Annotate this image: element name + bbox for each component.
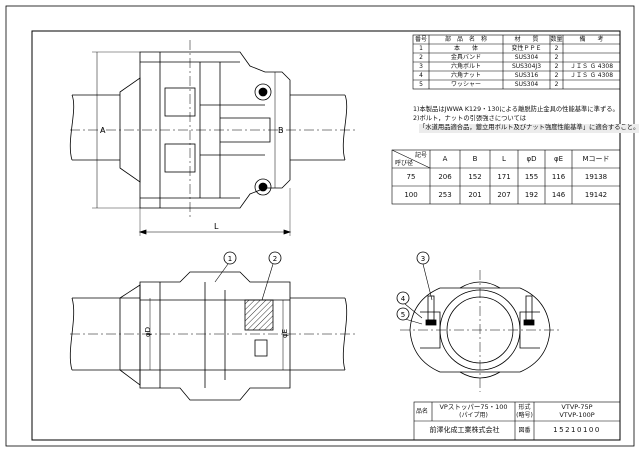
parts-row-material: SUS304J3 (511, 63, 542, 70)
dim-label-b: B (278, 126, 284, 135)
callout-3: 3 (421, 255, 425, 263)
callout-1: 1 (228, 255, 232, 263)
dim-header: φE (553, 155, 564, 163)
company-name: 前澤化成工業株式会社 (429, 426, 500, 434)
parts-row-name: 六角ボルト (450, 63, 481, 70)
parts-row-note: ＪＩＳ Ｇ 4308 (569, 63, 614, 70)
parts-row-no: 3 (419, 63, 423, 70)
parts-header-qty: 数量 (550, 36, 563, 43)
parts-row-material: SUS304 (514, 81, 539, 88)
dim-cell: 201 (468, 191, 482, 199)
parts-row-no: 2 (419, 54, 423, 61)
callout-4: 4 (401, 295, 406, 303)
title-block-grid (413, 401, 621, 441)
parts-row-note: ＪＩＳ Ｇ 4308 (569, 72, 614, 79)
parts-row-name: 六角ナット (450, 72, 481, 79)
dim-cell: 19142 (584, 191, 608, 199)
parts-row-name: 本 体 (453, 45, 478, 52)
dim-header: Mコード (582, 155, 610, 163)
parts-row-no: 1 (419, 45, 423, 52)
parts-row-qty: 2 (554, 45, 559, 52)
dim-header: B (472, 155, 478, 163)
model-value-100: VTVP-100P (559, 411, 595, 419)
parts-header-name: 部 品 名 称 (444, 36, 487, 43)
callout-circle-4 (396, 291, 410, 305)
note-1: 1)本製品はJWWA K129・130による離脱防止金具の性能基準に準ずる。 (413, 106, 619, 113)
drawing-frame (31, 30, 621, 441)
parts-header-no: 番号 (414, 36, 427, 43)
dim-cell: 206 (438, 173, 452, 181)
dim-cell: 146 (551, 191, 566, 199)
callout-circle-5 (396, 307, 410, 321)
model-value-75: VTVP-75P (561, 403, 593, 411)
dim-cell: 116 (551, 173, 566, 181)
parts-row-name: 金具バンド (450, 54, 482, 61)
dim-header: L (502, 155, 506, 163)
dim-label-l: L (214, 222, 219, 231)
dim-cell: 100 (404, 191, 418, 199)
dim-header: A (442, 155, 448, 163)
dim-cell: 155 (524, 173, 539, 181)
dim-corner-top: 記号 (415, 152, 428, 159)
callout-2: 2 (273, 255, 277, 263)
product-name-sub: (パイプ用) (459, 412, 488, 419)
model-label: 形式 (518, 404, 531, 411)
drawing-no: 15210100 (553, 426, 601, 434)
model-sub: (略号) (516, 412, 533, 419)
outer-border (5, 5, 635, 447)
callout-circle-3 (416, 251, 430, 265)
note-2: 2)ボルト，ナットの引張強さについては (413, 115, 527, 122)
dim-label-e: φE (281, 329, 289, 338)
dim-label-a: A (100, 126, 106, 135)
title-name-label: 品名 (416, 408, 429, 415)
dim-cell: 192 (524, 191, 539, 199)
callout-circle-1 (223, 251, 237, 265)
parts-row-qty: 2 (554, 63, 559, 70)
dim-cell: 207 (497, 191, 511, 199)
dim-cell: 171 (497, 173, 511, 181)
parts-row-qty: 2 (554, 81, 559, 88)
top-view (69, 40, 355, 236)
parts-row-qty: 2 (554, 72, 559, 79)
parts-table-grid (412, 34, 621, 90)
dim-cell: 75 (406, 173, 416, 181)
parts-row-no: 4 (419, 72, 423, 79)
parts-row-qty: 2 (554, 54, 559, 61)
parts-header-material: 材 質 (514, 36, 539, 43)
note-3: 「水道用品適合品，鍍立用ボルト及びナット強度性能基準」に適合すること。 (419, 124, 640, 133)
front-view (400, 270, 560, 392)
dim-header: φD (526, 155, 537, 163)
callout-circle-2 (268, 251, 282, 265)
product-name: VPストッパー75・100 (439, 403, 508, 411)
side-view (69, 271, 355, 401)
dim-cell: 152 (468, 173, 482, 181)
callout-leaders (214, 263, 433, 325)
dim-corner-bottom: 呼び径 (395, 160, 414, 167)
parts-row-material: SUS316 (514, 72, 539, 79)
parts-row-material: 変性ＰＰＥ (511, 45, 542, 52)
drawing-no-label: 図番 (518, 427, 531, 434)
parts-header-note: 備 考 (579, 36, 604, 43)
dim-table-grid (391, 149, 621, 205)
parts-row-name: ワッシャー (450, 81, 481, 88)
dim-cell: 253 (438, 191, 452, 199)
parts-row-material: SUS304 (514, 54, 539, 61)
dim-label-d: φD (144, 327, 152, 337)
dim-cell: 19138 (584, 173, 608, 181)
parts-row-no: 5 (419, 81, 423, 88)
callout-5: 5 (401, 311, 405, 319)
